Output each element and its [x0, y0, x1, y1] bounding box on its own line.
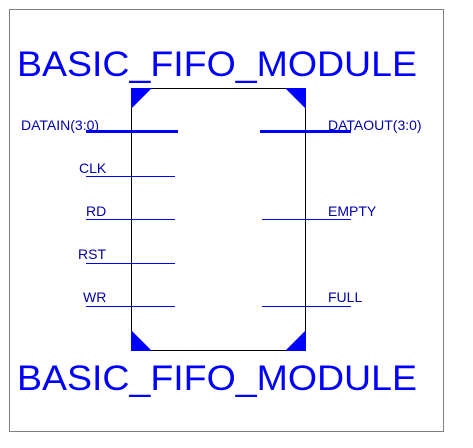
symbol-title-top: BASIC_FIFO_MODULE	[17, 45, 417, 84]
symbol-title-bottom: BASIC_FIFO_MODULE	[17, 359, 417, 398]
sheet-frame	[9, 9, 444, 432]
corner-marker-top-right	[285, 88, 306, 109]
corner-marker-bottom-right	[285, 330, 306, 351]
corner-marker-bottom-left	[131, 330, 152, 351]
pin-rst[interactable]: RST	[78, 246, 175, 264]
corner-marker-top-left	[131, 88, 152, 109]
pin-label: WR	[83, 289, 106, 305]
pin-rd[interactable]: RD	[86, 203, 175, 220]
pin-full[interactable]: FULL	[262, 289, 362, 307]
pin-label: DATAOUT(3:0)	[328, 117, 422, 133]
pin-dataout[interactable]: DATAOUT(3:0)	[260, 117, 422, 133]
pin-wr[interactable]: WR	[83, 289, 175, 307]
pin-label: EMPTY	[328, 203, 377, 219]
pin-label: DATAIN(3:0)	[21, 117, 99, 133]
pin-datain[interactable]: DATAIN(3:0)	[21, 117, 178, 133]
pin-empty[interactable]: EMPTY	[262, 203, 377, 220]
pin-label: FULL	[328, 289, 362, 305]
pin-label: RD	[86, 203, 106, 219]
pin-label: RST	[78, 246, 106, 262]
pin-label: CLK	[79, 160, 107, 176]
pin-clk[interactable]: CLK	[79, 160, 175, 177]
